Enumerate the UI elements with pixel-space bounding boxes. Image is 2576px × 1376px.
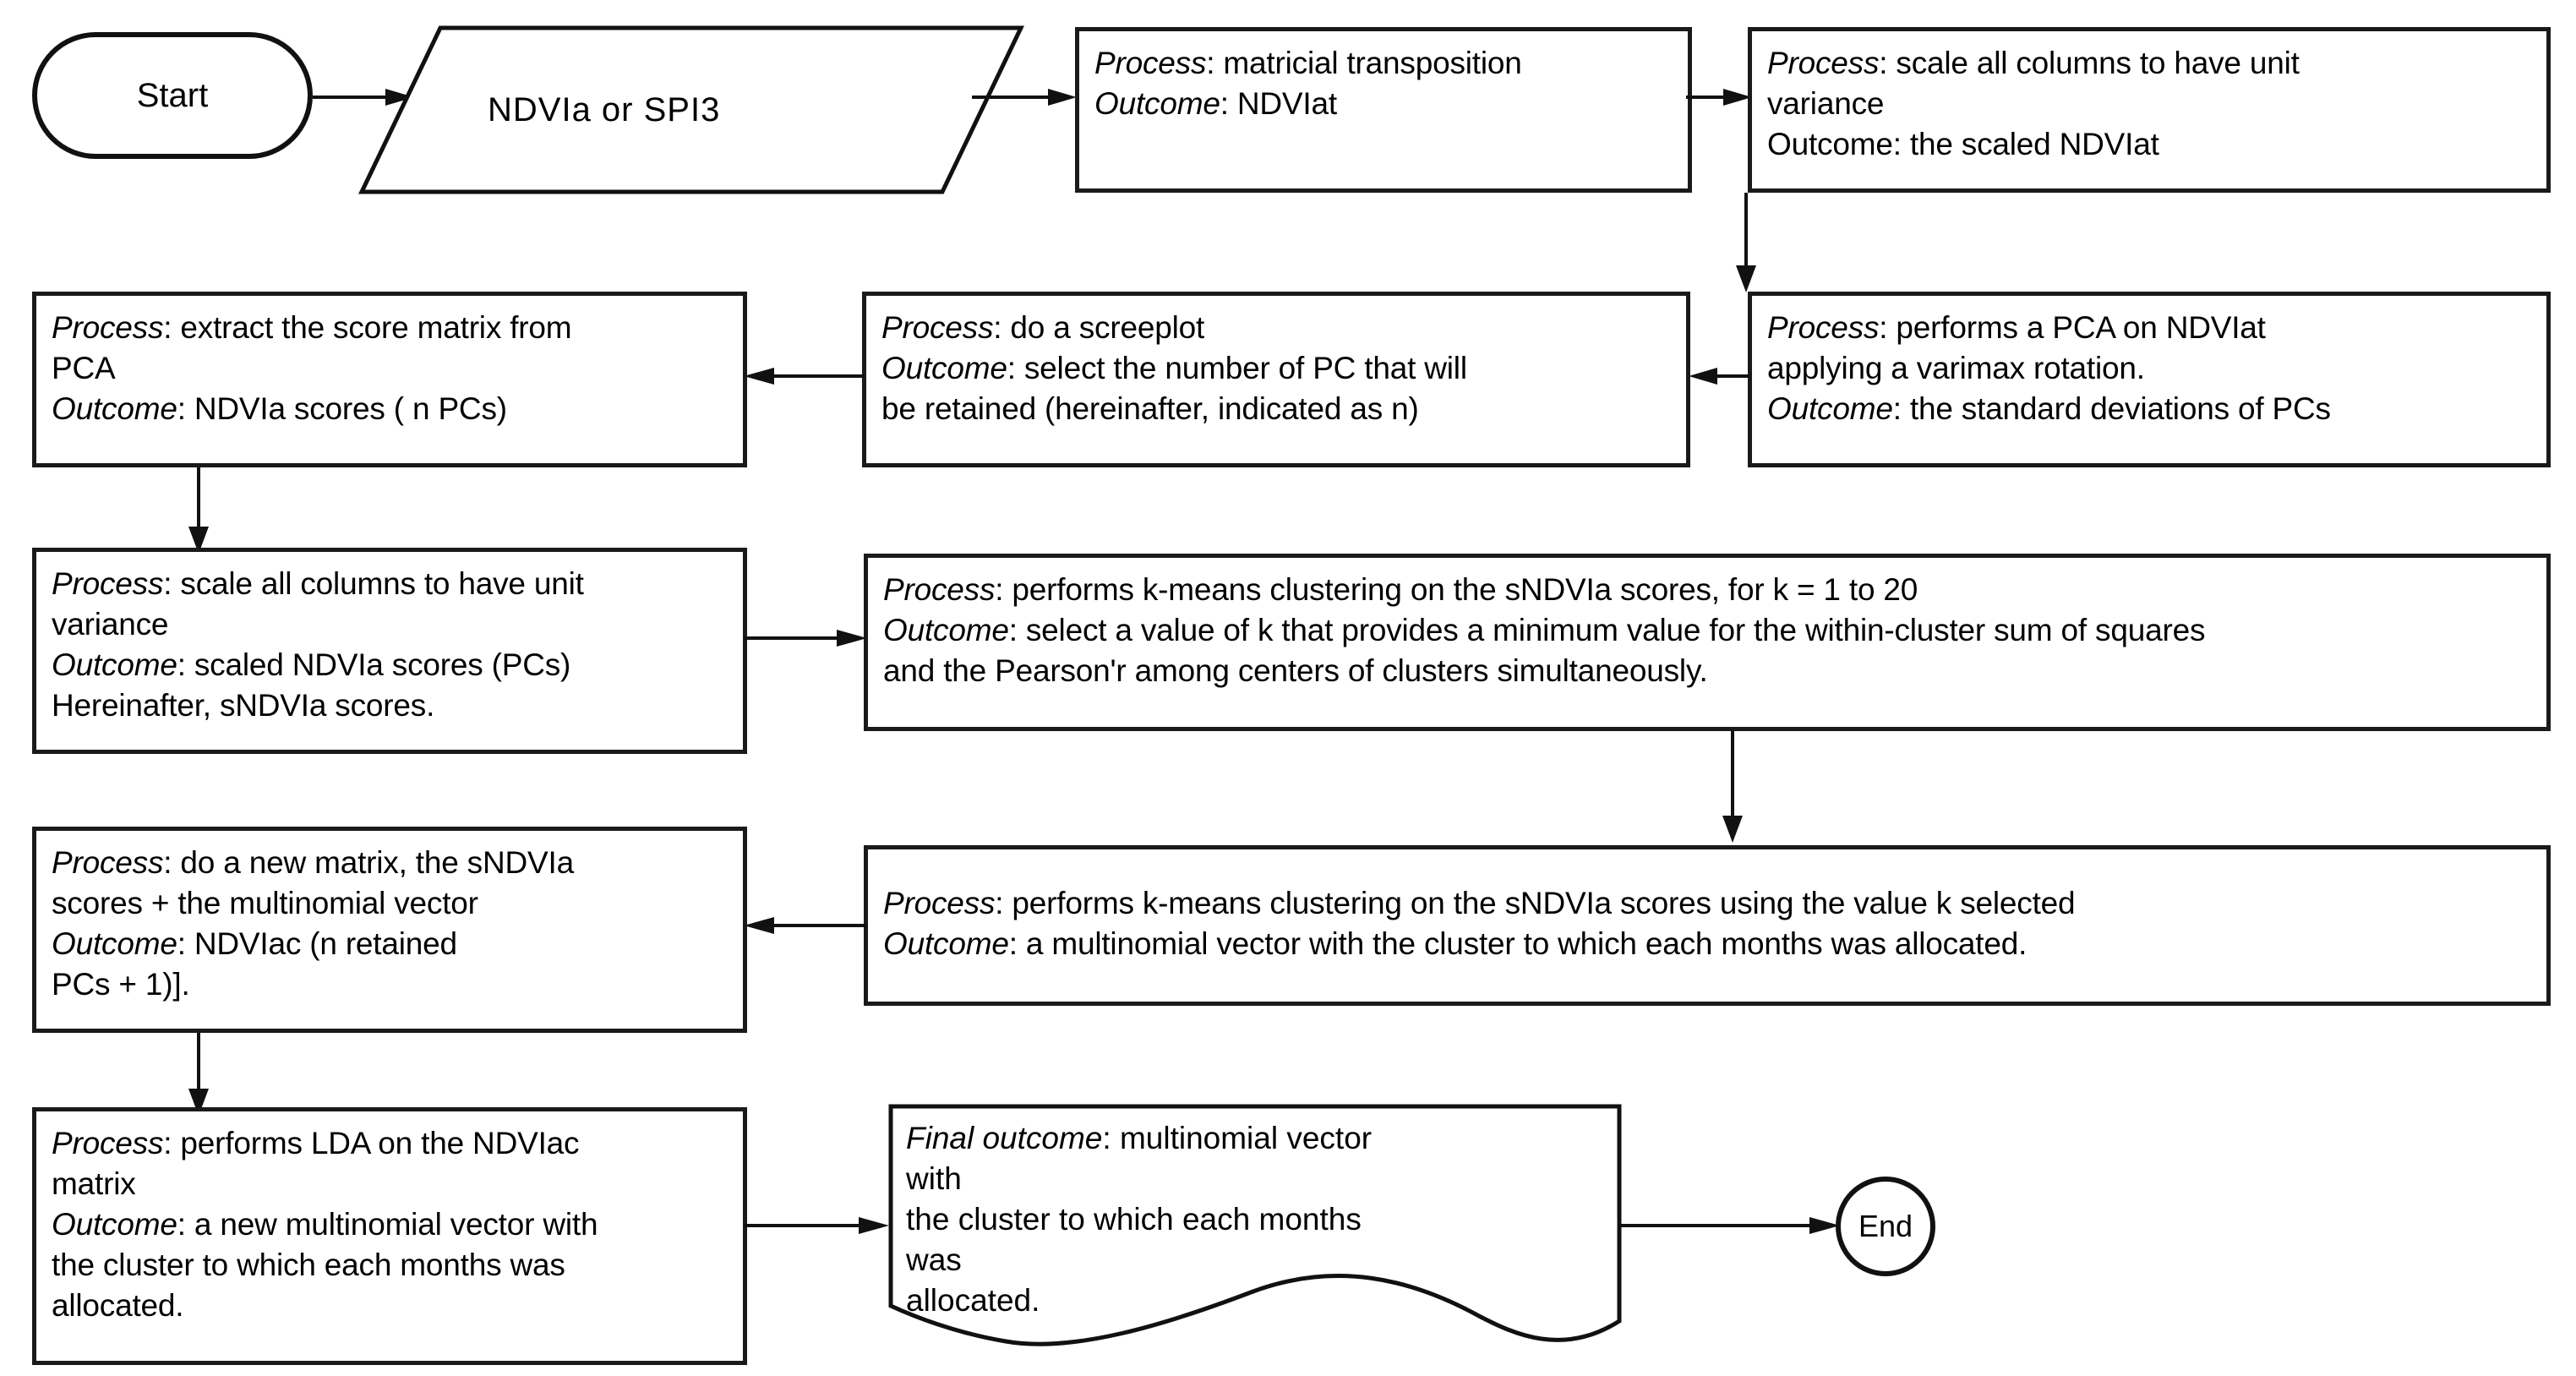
node-new-matrix: Process: do a new matrix, the sNDVIa sco…	[32, 827, 747, 1033]
connector-input-to-transpose	[972, 89, 1077, 106]
node-score-matrix: Process: extract the score matrix from P…	[32, 292, 747, 467]
connector-lda-to-final-outcome	[744, 1217, 889, 1234]
node-kmeans-final-line-1: Process: performs k-means clustering on …	[883, 886, 2076, 920]
kw-process: Process	[1094, 46, 1207, 80]
node-final-outcome-line-1: Final outcome: multinomial vector with	[906, 1121, 1381, 1197]
node-kmeans-sweep-line-2: Outcome: select a value of k that provid…	[883, 613, 2206, 648]
node-lda-line-2: matrix	[52, 1166, 136, 1202]
connector-transpose-to-scale	[1686, 89, 1752, 106]
node-new-matrix-line-2: scores + the multinomial vector	[52, 886, 478, 921]
node-scale-ndviat: Process: scale all columns to have unit …	[1748, 27, 2551, 193]
kw-process: Process	[52, 566, 164, 601]
node-score-matrix-line-3: Outcome: NDVIa scores ( n PCs)	[52, 391, 507, 427]
node-lda-line-5: allocated.	[52, 1288, 184, 1324]
node-lda-line-1: Process: performs LDA on the NDVIac	[52, 1126, 580, 1160]
node-screeplot-line-3: be retained (hereinafter, indicated as n…	[881, 391, 1419, 427]
node-screeplot: Process: do a screeplot Outcome: select …	[862, 292, 1690, 467]
node-scale-ndviat-line-2: variance	[1767, 86, 1885, 122]
node-pca-line-1: Process: performs a PCA on NDVIat	[1767, 310, 2266, 345]
node-pca-line-2: applying a varimax rotation.	[1767, 351, 2145, 386]
node-pca: Process: performs a PCA on NDVIat applyi…	[1748, 292, 2551, 467]
connector-scale-to-pca	[1736, 193, 1756, 292]
connector-kmeans-final-to-new-matrix	[744, 917, 867, 934]
kw-process: Process	[1767, 46, 1880, 80]
node-score-matrix-line-1: Process: extract the score matrix from	[52, 310, 572, 345]
node-kmeans-sweep-line-1: Process: performs k-means clustering on …	[883, 572, 1918, 607]
connector-kmeans-sweep-to-kmeans-final	[1722, 731, 1743, 843]
connector-new-matrix-to-lda	[188, 1033, 209, 1116]
node-scale-scores-line-3: Outcome: scaled NDVIa scores (PCs)	[52, 647, 571, 683]
node-scale-scores: Process: scale all columns to have unit …	[32, 548, 747, 754]
connector-start-to-input	[313, 89, 414, 106]
node-new-matrix-line-4: PCs + 1)].	[52, 967, 190, 1002]
node-scale-scores-line-4: Hereinafter, sNDVIa scores.	[52, 688, 435, 723]
kw-process: Process	[883, 572, 996, 607]
connector-scale-scores-to-kmeans-sweep	[744, 630, 867, 647]
node-scale-ndviat-line-1: Process: scale all columns to have unit	[1767, 46, 2300, 80]
connector-pca-to-screeplot	[1689, 368, 1750, 385]
connector-score-matrix-to-scale-scores	[188, 467, 209, 554]
kw-process: Process	[883, 886, 996, 920]
node-kmeans-final: Process: performs k-means clustering on …	[864, 845, 2551, 1006]
node-input-label: NDVIa or SPI3	[488, 91, 721, 128]
kw-outcome: Outcome	[883, 613, 1009, 648]
kw-outcome: Outcome	[883, 926, 1009, 962]
connector-screeplot-to-score-matrix	[744, 368, 865, 385]
node-pca-line-3: Outcome: the standard deviations of PCs	[1767, 391, 2331, 427]
node-screeplot-line-1: Process: do a screeplot	[881, 310, 1205, 345]
kw-outcome: Outcome	[52, 391, 177, 427]
kw-process: Process	[52, 1126, 164, 1160]
node-start: Start	[32, 32, 313, 159]
kw-outcome: Outcome	[1767, 391, 1893, 427]
kw-outcome: Outcome	[881, 351, 1007, 386]
kw-process: Process	[52, 310, 164, 345]
node-kmeans-sweep: Process: performs k-means clustering on …	[864, 554, 2551, 731]
kw-final-outcome: Final outcome	[906, 1121, 1103, 1155]
node-new-matrix-line-3: Outcome: NDVIac (n retained	[52, 926, 457, 962]
node-scale-scores-line-1: Process: scale all columns to have unit	[52, 566, 584, 601]
kw-outcome: Outcome	[52, 1207, 177, 1242]
connector-final-outcome-to-end	[1618, 1217, 1840, 1234]
kw-outcome: Outcome	[52, 926, 177, 962]
kw-outcome: Outcome	[52, 647, 177, 683]
node-lda-line-3: Outcome: a new multinomial vector with	[52, 1207, 598, 1242]
node-transpose: Process: matricial transposition Outcome…	[1075, 27, 1692, 193]
parallelogram-shape	[358, 25, 1024, 194]
node-end-label: End	[1858, 1209, 1913, 1243]
node-final-outcome-line-3: allocated.	[906, 1283, 1040, 1319]
node-new-matrix-line-1: Process: do a new matrix, the sNDVIa	[52, 845, 574, 880]
node-transpose-line-1: Process: matricial transposition	[1094, 46, 1522, 80]
node-input: NDVIa or SPI3	[358, 25, 1024, 194]
node-kmeans-final-line-2: Outcome: a multinomial vector with the c…	[883, 926, 2028, 962]
node-kmeans-sweep-line-3: and the Pearson'r among centers of clust…	[883, 653, 1708, 689]
kw-outcome: Outcome	[1094, 86, 1220, 122]
node-lda-line-4: the cluster to which each months was	[52, 1248, 565, 1283]
node-score-matrix-line-2: PCA	[52, 351, 116, 386]
kw-process: Process	[1767, 310, 1880, 345]
node-final-outcome-line-2: the cluster to which each months was	[906, 1202, 1371, 1278]
node-final-outcome-text: Final outcome: multinomial vector with t…	[906, 1118, 1379, 1321]
node-final-outcome: Final outcome: multinomial vector with t…	[887, 1103, 1623, 1357]
document-shape	[888, 1104, 1622, 1346]
node-scale-scores-line-2: variance	[52, 607, 169, 642]
node-screeplot-line-2: Outcome: select the number of PC that wi…	[881, 351, 1467, 386]
node-start-label: Start	[136, 76, 209, 114]
node-scale-ndviat-line-3: Outcome: the scaled NDVIat	[1767, 127, 2159, 162]
kw-process: Process	[52, 845, 164, 880]
node-lda: Process: performs LDA on the NDVIac matr…	[32, 1107, 747, 1365]
node-transpose-line-2: Outcome: NDVIat	[1094, 86, 1337, 122]
node-end: End	[1836, 1177, 1935, 1276]
kw-process: Process	[881, 310, 994, 345]
